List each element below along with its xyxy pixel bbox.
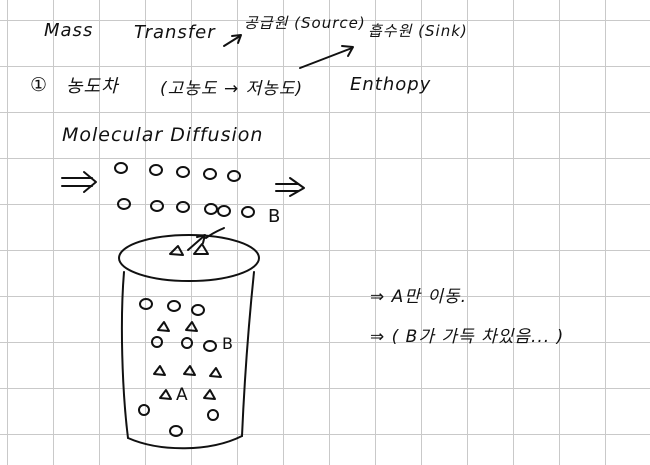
double-arrow-right: [275, 177, 305, 197]
note-only-a-moves: ⇒ A만 이동.: [370, 287, 468, 307]
surface-triangles: [169, 227, 225, 256]
entropy-label: Enthopy: [350, 74, 432, 95]
high-to-low-concentration: (고농도 → 저농도): [160, 79, 304, 99]
label-b: B: [268, 206, 282, 227]
particles-inside: [138, 298, 222, 437]
arrow-to-sink: [299, 45, 354, 69]
source-label: 공급원 (Source): [244, 14, 366, 32]
item-number: ①: [30, 74, 49, 96]
arrow-to-source: [223, 34, 242, 47]
sink-label: 흡수원 (Sink): [368, 22, 468, 40]
cylinder-container: [118, 234, 260, 450]
particles-above: [114, 162, 255, 218]
label-b-inside: B: [222, 334, 234, 353]
section-title: Molecular Diffusion: [62, 124, 264, 146]
transfer-label: Transfer: [134, 22, 216, 43]
mass-label: Mass: [44, 20, 94, 41]
note-b-full: ⇒ ( B가 가득 차있음... ): [370, 327, 565, 347]
concentration-difference-label: 농도차: [66, 76, 119, 97]
label-a: A: [176, 385, 189, 405]
double-arrow-left: [61, 171, 97, 193]
